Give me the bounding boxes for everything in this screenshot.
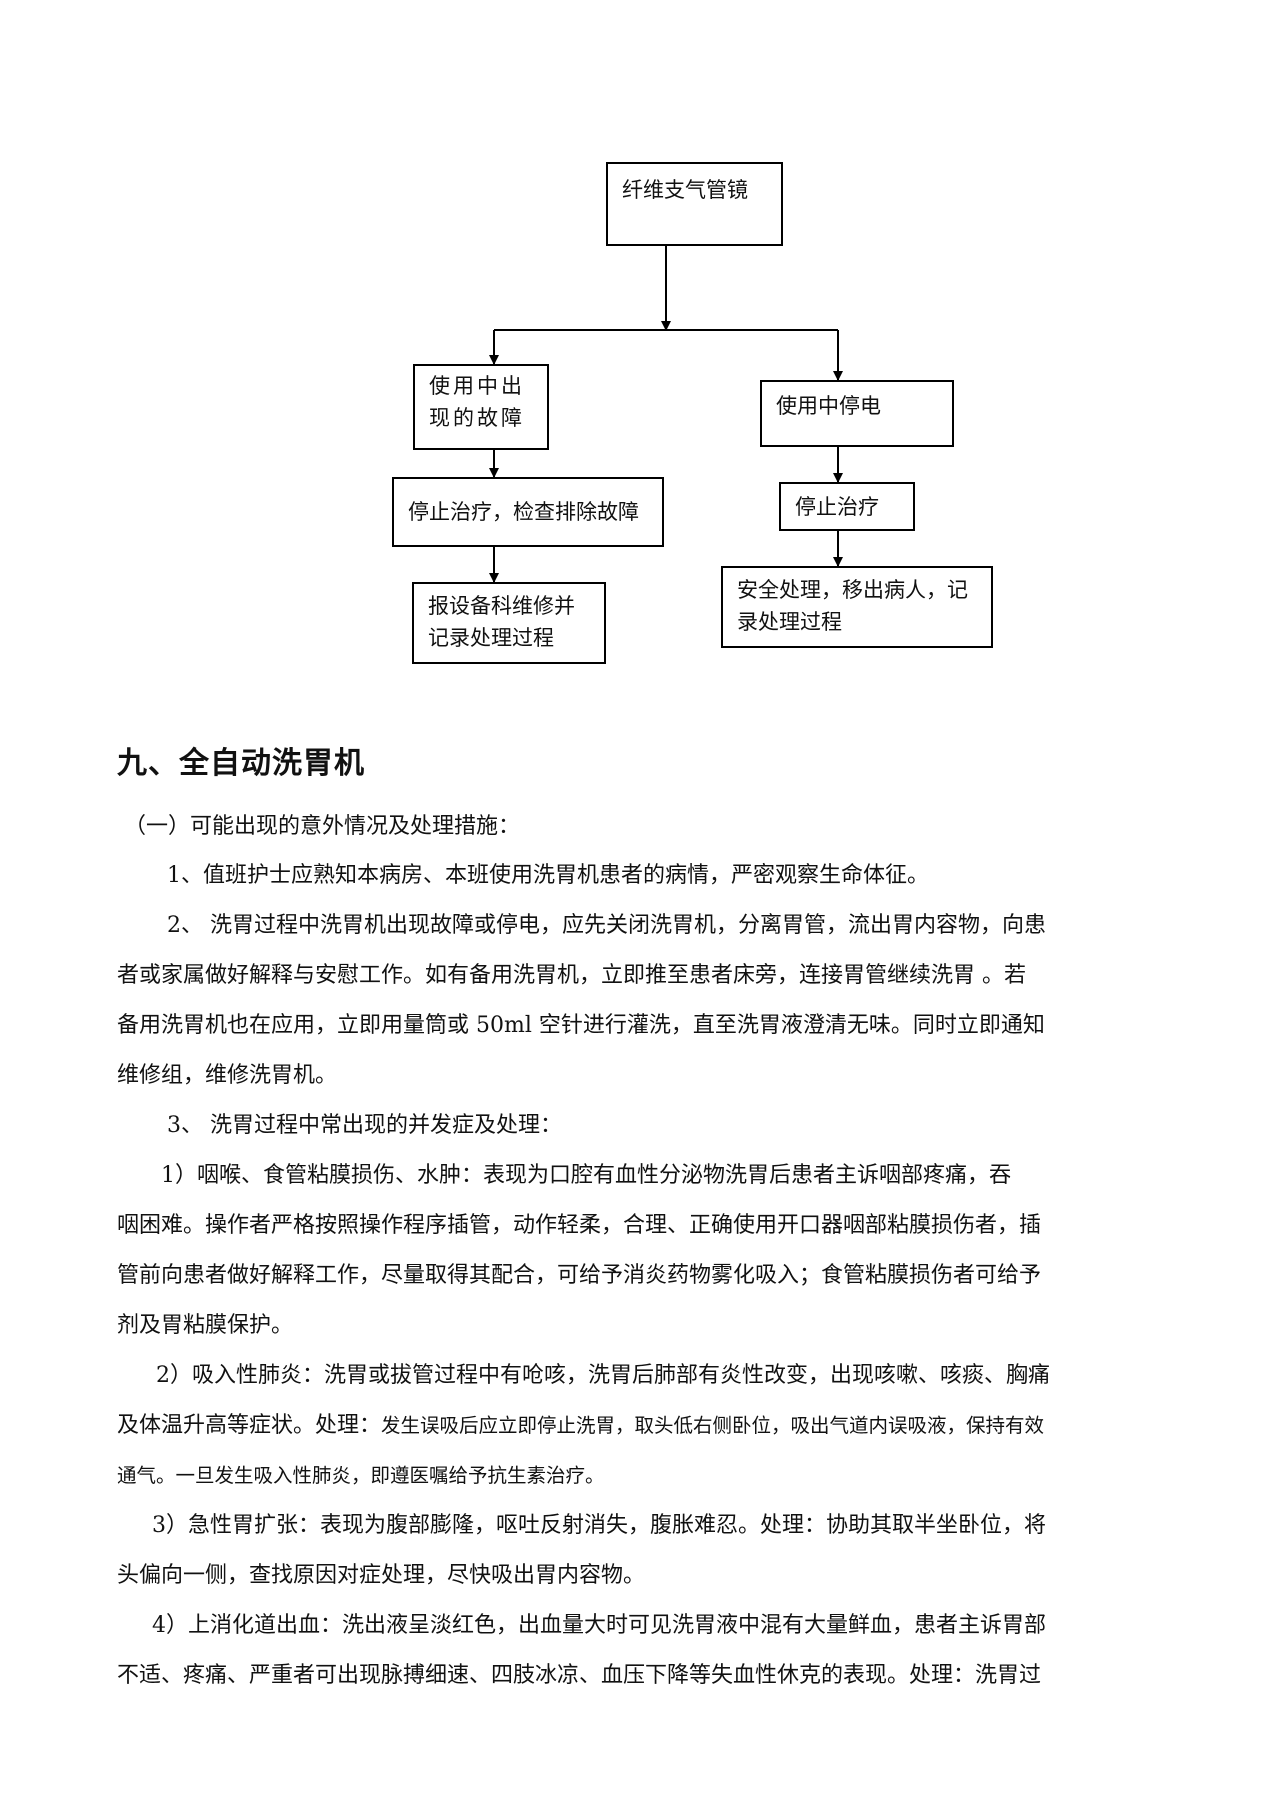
item2-line4: 维修组，维修洗胃机。 <box>117 1063 338 1088</box>
flowchart-left-step2-line1: 报设备科维修并 <box>428 594 575 618</box>
section-heading: 九、全自动洗胃机 <box>117 746 365 781</box>
complication1-line4: 剂及胃粘膜保护。 <box>117 1313 294 1338</box>
flowchart-right-title-box: 使用中停电 <box>760 380 954 447</box>
flowchart-left-step1-label: 停止治疗，检查排除故障 <box>408 500 639 524</box>
complication1-line2: 咽困难。操作者严格按照操作程序插管，动作轻柔，合理、正确使用开口器咽部粘膜损伤者… <box>117 1213 1042 1238</box>
complication2-line2-main: 及体温升高等症状。处理： <box>117 1413 382 1438</box>
flowchart-root-label: 纤维支气管镜 <box>622 178 748 202</box>
complication1-line3: 管前向患者做好解释工作，尽量取得其配合，可给予消炎药物雾化吸入；食管粘膜损伤者可… <box>117 1263 1042 1288</box>
flowchart-right-step1-label: 停止治疗 <box>795 494 879 519</box>
flowchart-right-title-label: 使用中停电 <box>776 394 881 418</box>
flowchart-left-title-line1: 使用中出 <box>429 374 525 398</box>
item2-line2: 者或家属做好解释与安慰工作。如有备用洗胃机，立即推至患者床旁，连接胃管继续洗胃 … <box>117 963 1026 988</box>
flowchart-root-box: 纤维支气管镜 <box>606 162 783 246</box>
flowchart-right-step2-line2: 录处理过程 <box>737 610 842 634</box>
flowchart-right-step1-box: 停止治疗 <box>779 482 915 531</box>
flowchart-right-step2-line1: 安全处理，移出病人，记 <box>737 578 968 602</box>
complication2-line1: 2）吸入性肺炎：洗胃或拔管过程中有呛咳，洗胃后肺部有炎性改变，出现咳嗽、咳痰、胸… <box>156 1363 1051 1388</box>
item1-text: 1、值班护士应熟知本病房、本班使用洗胃机患者的病情，严密观察生命体征。 <box>167 863 929 888</box>
flowchart-left-title-box: 使用中出 现的故障 <box>413 364 549 450</box>
complication3-line2: 头偏向一侧，查找原因对症处理，尽快吸出胃内容物。 <box>117 1563 646 1588</box>
complication3-line1: 3）急性胃扩张：表现为腹部膨隆，呕吐反射消失，腹胀难忍。处理：协助其取半坐卧位，… <box>152 1513 1047 1538</box>
flowchart-left-step2-line2: 记录处理过程 <box>428 626 554 650</box>
item3-text: 3、 洗胃过程中常出现的并发症及处理： <box>167 1113 562 1138</box>
complication4-line2: 不适、疼痛、严重者可出现脉搏细速、四肢冰凉、血压下降等失血性休克的表现。处理：洗… <box>117 1663 1042 1688</box>
complication1-line1: 1）咽喉、食管粘膜损伤、水肿：表现为口腔有血性分泌物洗胃后患者主诉咽部疼痛，吞 <box>161 1163 1011 1188</box>
subheading: （一）可能出现的意外情况及处理措施： <box>124 814 521 839</box>
flowchart-left-step2-box: 报设备科维修并 记录处理过程 <box>412 582 606 664</box>
item2-line3: 备用洗胃机也在应用，立即用量筒或 50ml 空针进行灌洗，直至洗胃液澄清无味。同… <box>117 1013 1045 1038</box>
flowchart-right-step2-box: 安全处理，移出病人，记 录处理过程 <box>721 566 993 648</box>
flowchart-left-title-line2: 现的故障 <box>429 406 525 430</box>
complication2-line3: 通气。一旦发生吸入性肺炎，即遵医嘱给予抗生素治疗。 <box>117 1464 605 1487</box>
item2-line1: 2、 洗胃过程中洗胃机出现故障或停电，应先关闭洗胃机，分离胃管，流出胃内容物，向… <box>167 913 1046 938</box>
complication2-line2-small: 发生误吸后应立即停止洗胃，取头低右侧卧位，吸出气道内误吸液，保持有效 <box>381 1414 1045 1437</box>
flowchart-left-step1-box: 停止治疗，检查排除故障 <box>392 477 664 547</box>
flowchart-connectors <box>489 246 843 583</box>
complication2-line2: 及体温升高等症状。处理：发生误吸后应立即停止洗胃，取头低右侧卧位，吸出气道内误吸… <box>117 1402 1193 1449</box>
complication4-line1: 4）上消化道出血：洗出液呈淡红色，出血量大时可见洗胃液中混有大量鲜血，患者主诉胃… <box>152 1613 1047 1638</box>
